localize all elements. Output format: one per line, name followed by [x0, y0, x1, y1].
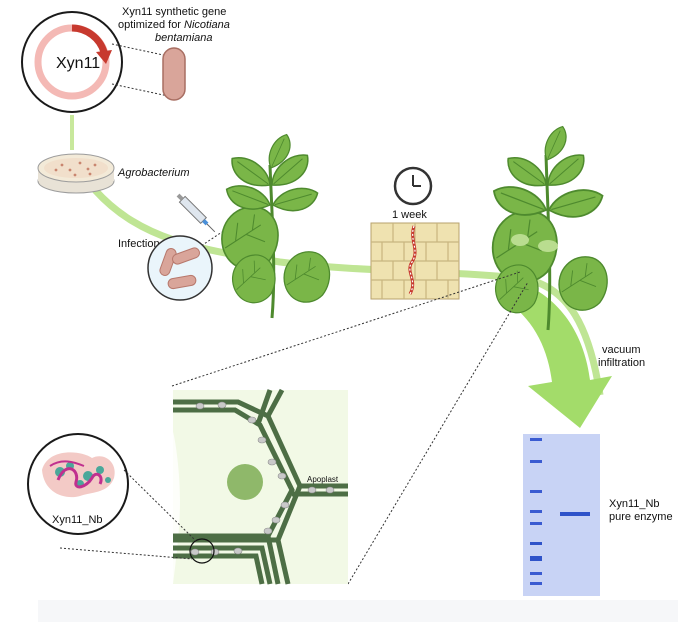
gene-caption-line2: optimized for Nicotiana	[118, 19, 230, 31]
cell-zoom-line-bottom	[347, 281, 529, 585]
infection-label: Infection	[118, 238, 160, 250]
leaf-tissue-icon	[370, 222, 460, 300]
gene-caption-plain: optimized for	[118, 19, 184, 31]
gene-caption-line1: Xyn11 synthetic gene	[122, 6, 226, 18]
timer-label: 1 week	[392, 209, 427, 221]
gel-label-line1: Xyn11_Nb	[609, 498, 660, 510]
clock-icon	[393, 166, 433, 206]
gene-capsule	[162, 47, 186, 101]
protein-zoom-line-top	[123, 469, 197, 542]
enzyme-band	[560, 512, 590, 516]
gene-zoom-line-bottom	[111, 83, 169, 97]
sds-page-gel	[523, 434, 600, 596]
plant-expressing-icon	[488, 122, 608, 331]
gene-plasmid-icon	[21, 11, 123, 113]
vacuum-label-line2: infiltration	[598, 357, 645, 369]
petri-dish-icon	[37, 153, 115, 194]
gel-label-line2: pure enzyme	[609, 511, 673, 523]
gene-caption-italic: Nicotiana	[184, 19, 230, 31]
gene-caption-line3: bentamiana	[155, 32, 213, 44]
gene-circle-label: Xyn11	[56, 55, 100, 72]
bacteria-bubble	[147, 235, 213, 301]
protein-label: Xyn11_Nb	[52, 514, 103, 526]
protein-zoom-line-bottom	[59, 547, 193, 560]
protein-structure-icon	[27, 433, 129, 535]
process-arrow	[505, 282, 612, 428]
gene-zoom-line-top	[111, 43, 169, 57]
syringe-icon	[176, 193, 216, 233]
vacuum-label-line1: vacuum	[602, 344, 641, 356]
plant-infected-icon	[221, 130, 331, 319]
agrobacterium-label: Agrobacterium	[117, 167, 190, 179]
apoplast-cell-panel	[173, 388, 348, 585]
apoplast-label: Apoplast	[307, 475, 339, 484]
cell-zoom-line-top	[171, 271, 521, 387]
bottom-band	[38, 600, 678, 622]
